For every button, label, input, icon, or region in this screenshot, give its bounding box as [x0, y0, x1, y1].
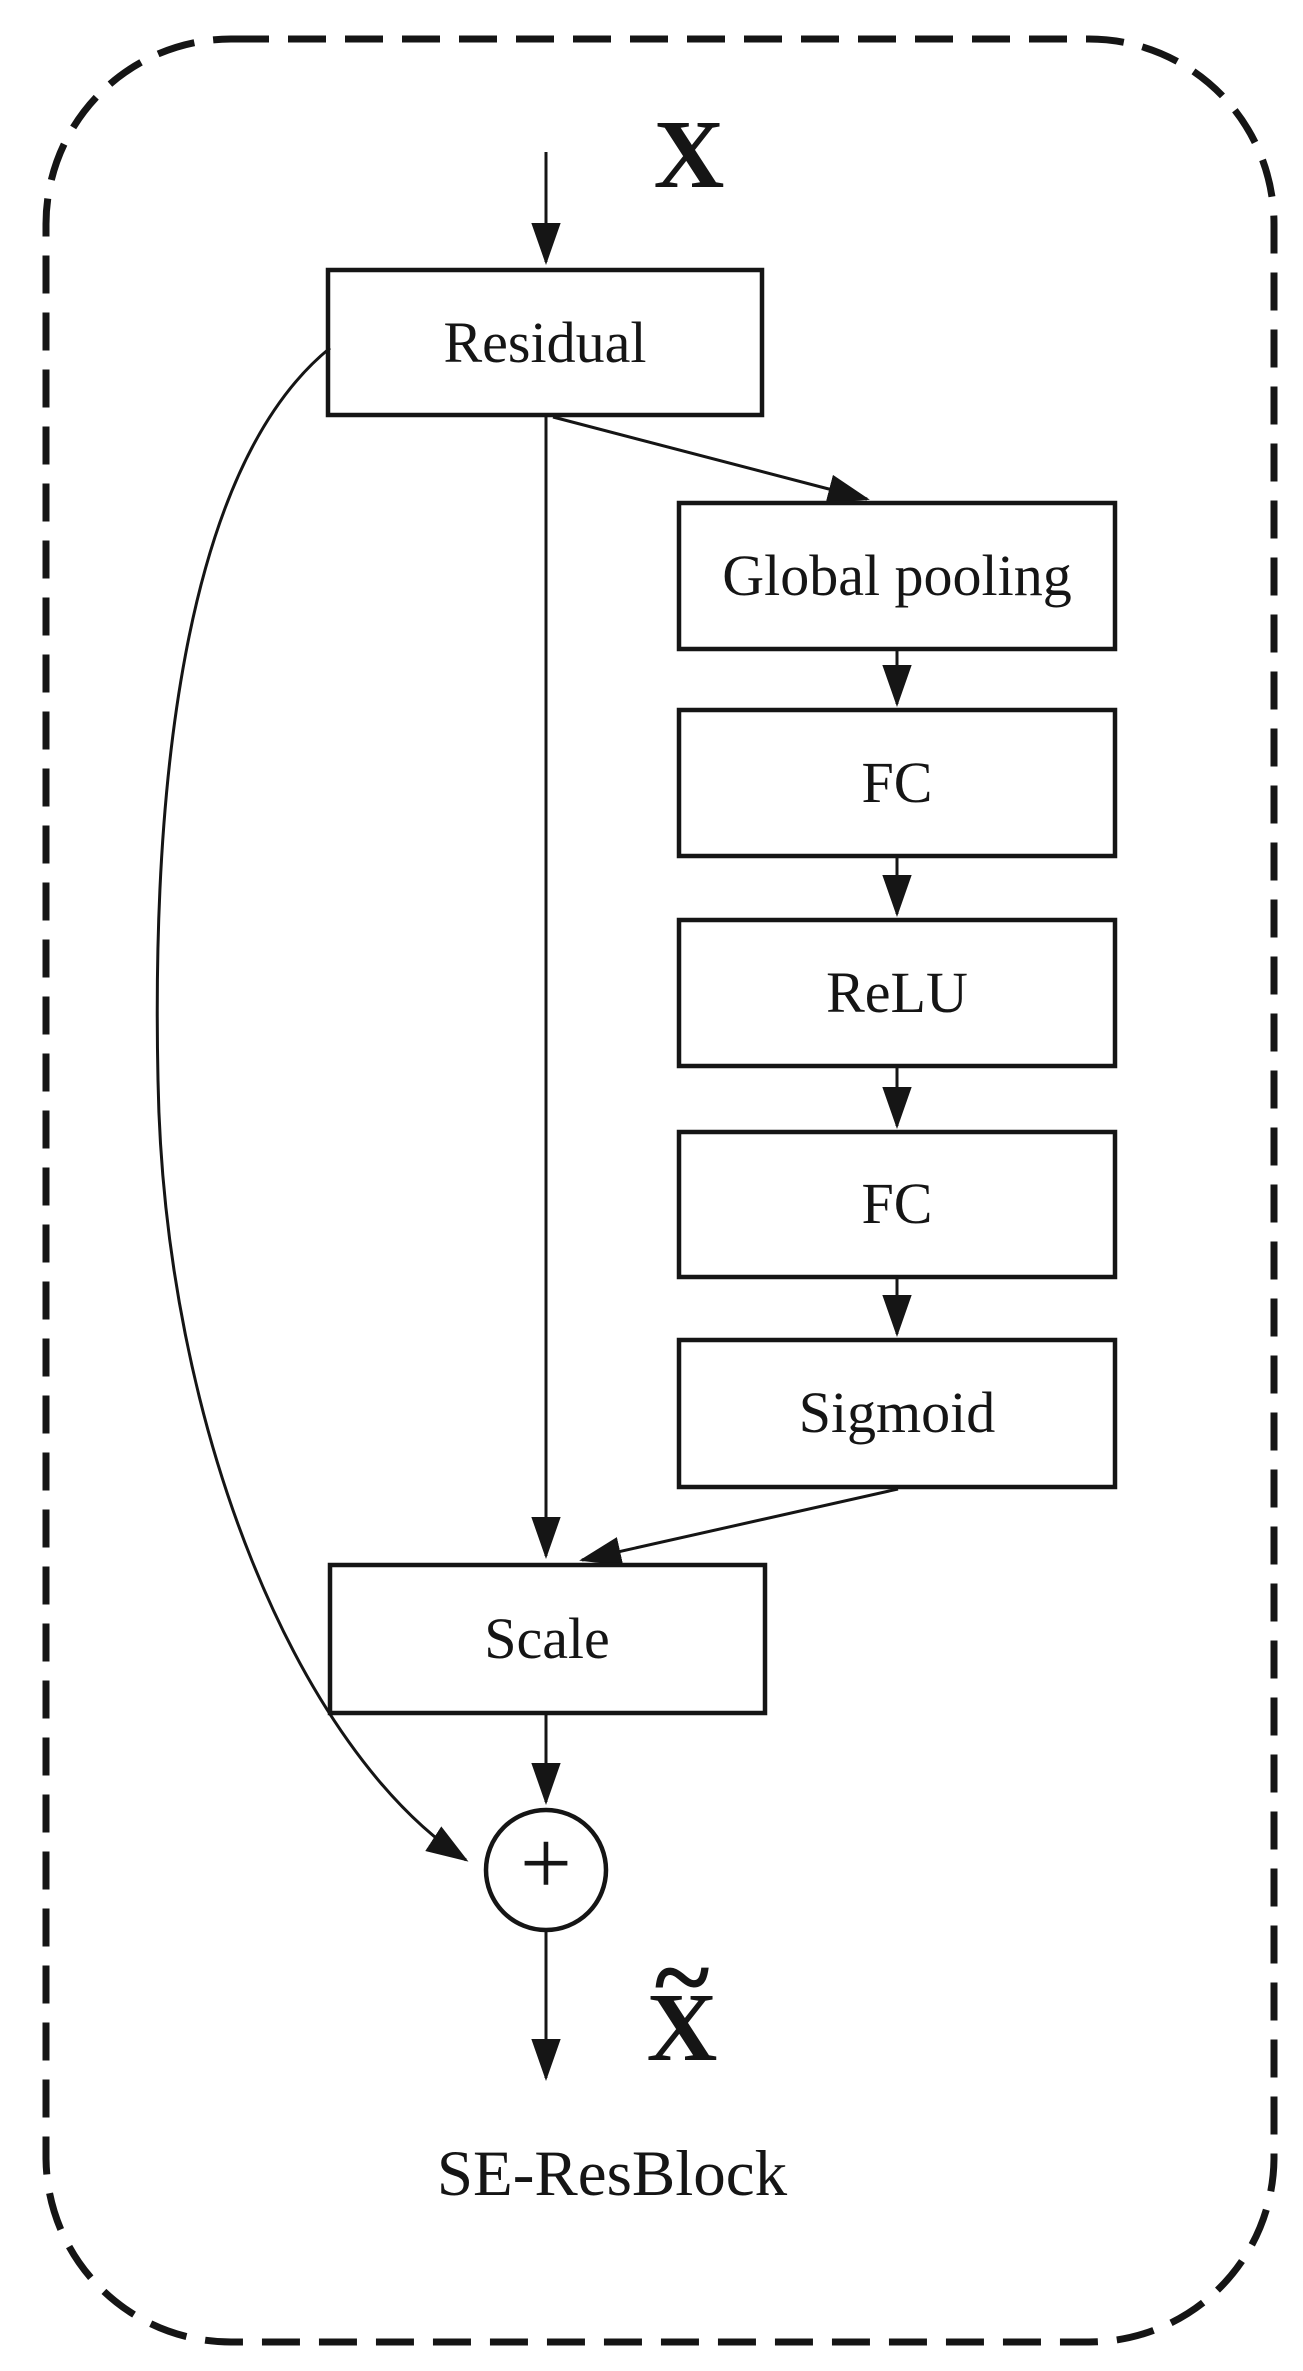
global-pooling-label: Global pooling: [722, 543, 1072, 608]
fc1-box: FC: [676, 707, 1118, 859]
relu-box: ReLU: [676, 917, 1118, 1069]
plus-icon: +: [520, 1812, 572, 1914]
scale-rect: [327, 1562, 768, 1716]
output-label-tilde: ~: [655, 1918, 710, 2035]
sigmoid-rect: [676, 1337, 1118, 1490]
add-circle: [483, 1807, 609, 1933]
sigmoid-label: Sigmoid: [799, 1380, 996, 1445]
fc2-label: FC: [862, 1171, 933, 1236]
fc1-label: FC: [862, 750, 933, 815]
global-pooling-box: Global pooling: [676, 500, 1118, 652]
sigmoid-to-scale-arrow: [579, 1487, 899, 1566]
dashed-block-border: [42, 35, 1278, 2346]
fc2-box: FC: [676, 1129, 1118, 1280]
scale-label: Scale: [484, 1606, 610, 1671]
sigmoid-box: Sigmoid: [676, 1337, 1118, 1490]
skip-connection-curve: [155, 346, 469, 1862]
residual-label: Residual: [444, 310, 647, 375]
relu-label: ReLU: [826, 960, 968, 1025]
output-label: ~ X: [647, 1918, 718, 2082]
add-node: +: [483, 1807, 609, 1933]
fc1-rect: [676, 707, 1118, 859]
residual-rect: [325, 267, 765, 418]
residual-box: Residual: [325, 267, 765, 418]
global-pooling-rect: [676, 500, 1118, 652]
relu-rect: [676, 917, 1118, 1069]
residual-to-pooling-arrow: [552, 415, 870, 504]
input-label: X: [654, 101, 725, 209]
output-label-base: X: [647, 1974, 718, 2082]
fc2-rect: [676, 1129, 1118, 1280]
scale-box: Scale: [327, 1562, 768, 1716]
block-title: SE-ResBlock: [437, 2138, 788, 2210]
